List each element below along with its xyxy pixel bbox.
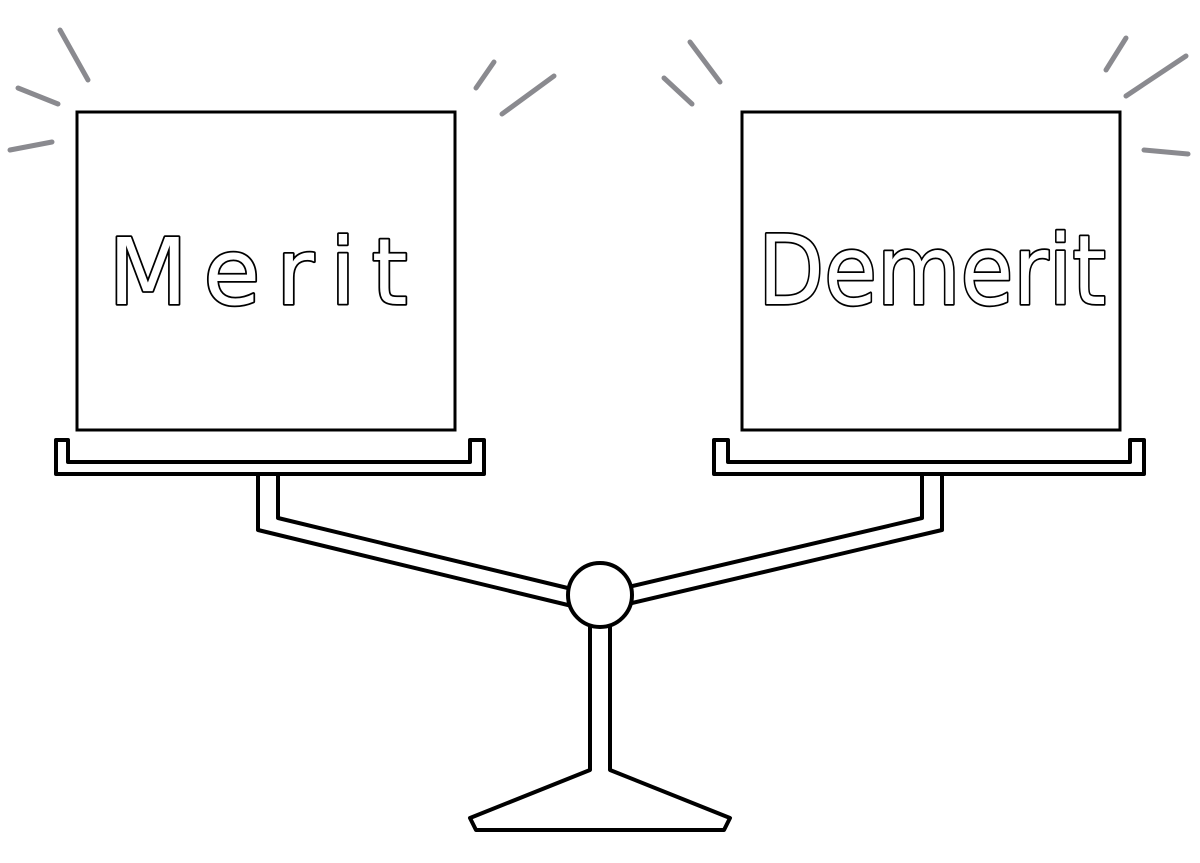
pivot-joint: [566, 561, 634, 629]
center-post: [468, 612, 732, 832]
demerit-box: Demerit: [740, 110, 1122, 432]
demerit-label: Demerit: [758, 215, 1106, 327]
merit-label: Merit: [108, 219, 423, 326]
left-tray: [54, 438, 486, 476]
right-arm: [622, 472, 944, 606]
right-tray: [712, 438, 1146, 476]
right-emphasis-burst-icon: [661, 35, 1191, 157]
balance-scale-icon: [54, 438, 1146, 832]
merit-box: Merit: [75, 110, 457, 432]
left-emphasis-burst-icon: [7, 27, 557, 153]
demerit-box-frame: [740, 110, 1122, 432]
left-arm: [256, 472, 578, 608]
merit-box-frame: [75, 110, 457, 432]
